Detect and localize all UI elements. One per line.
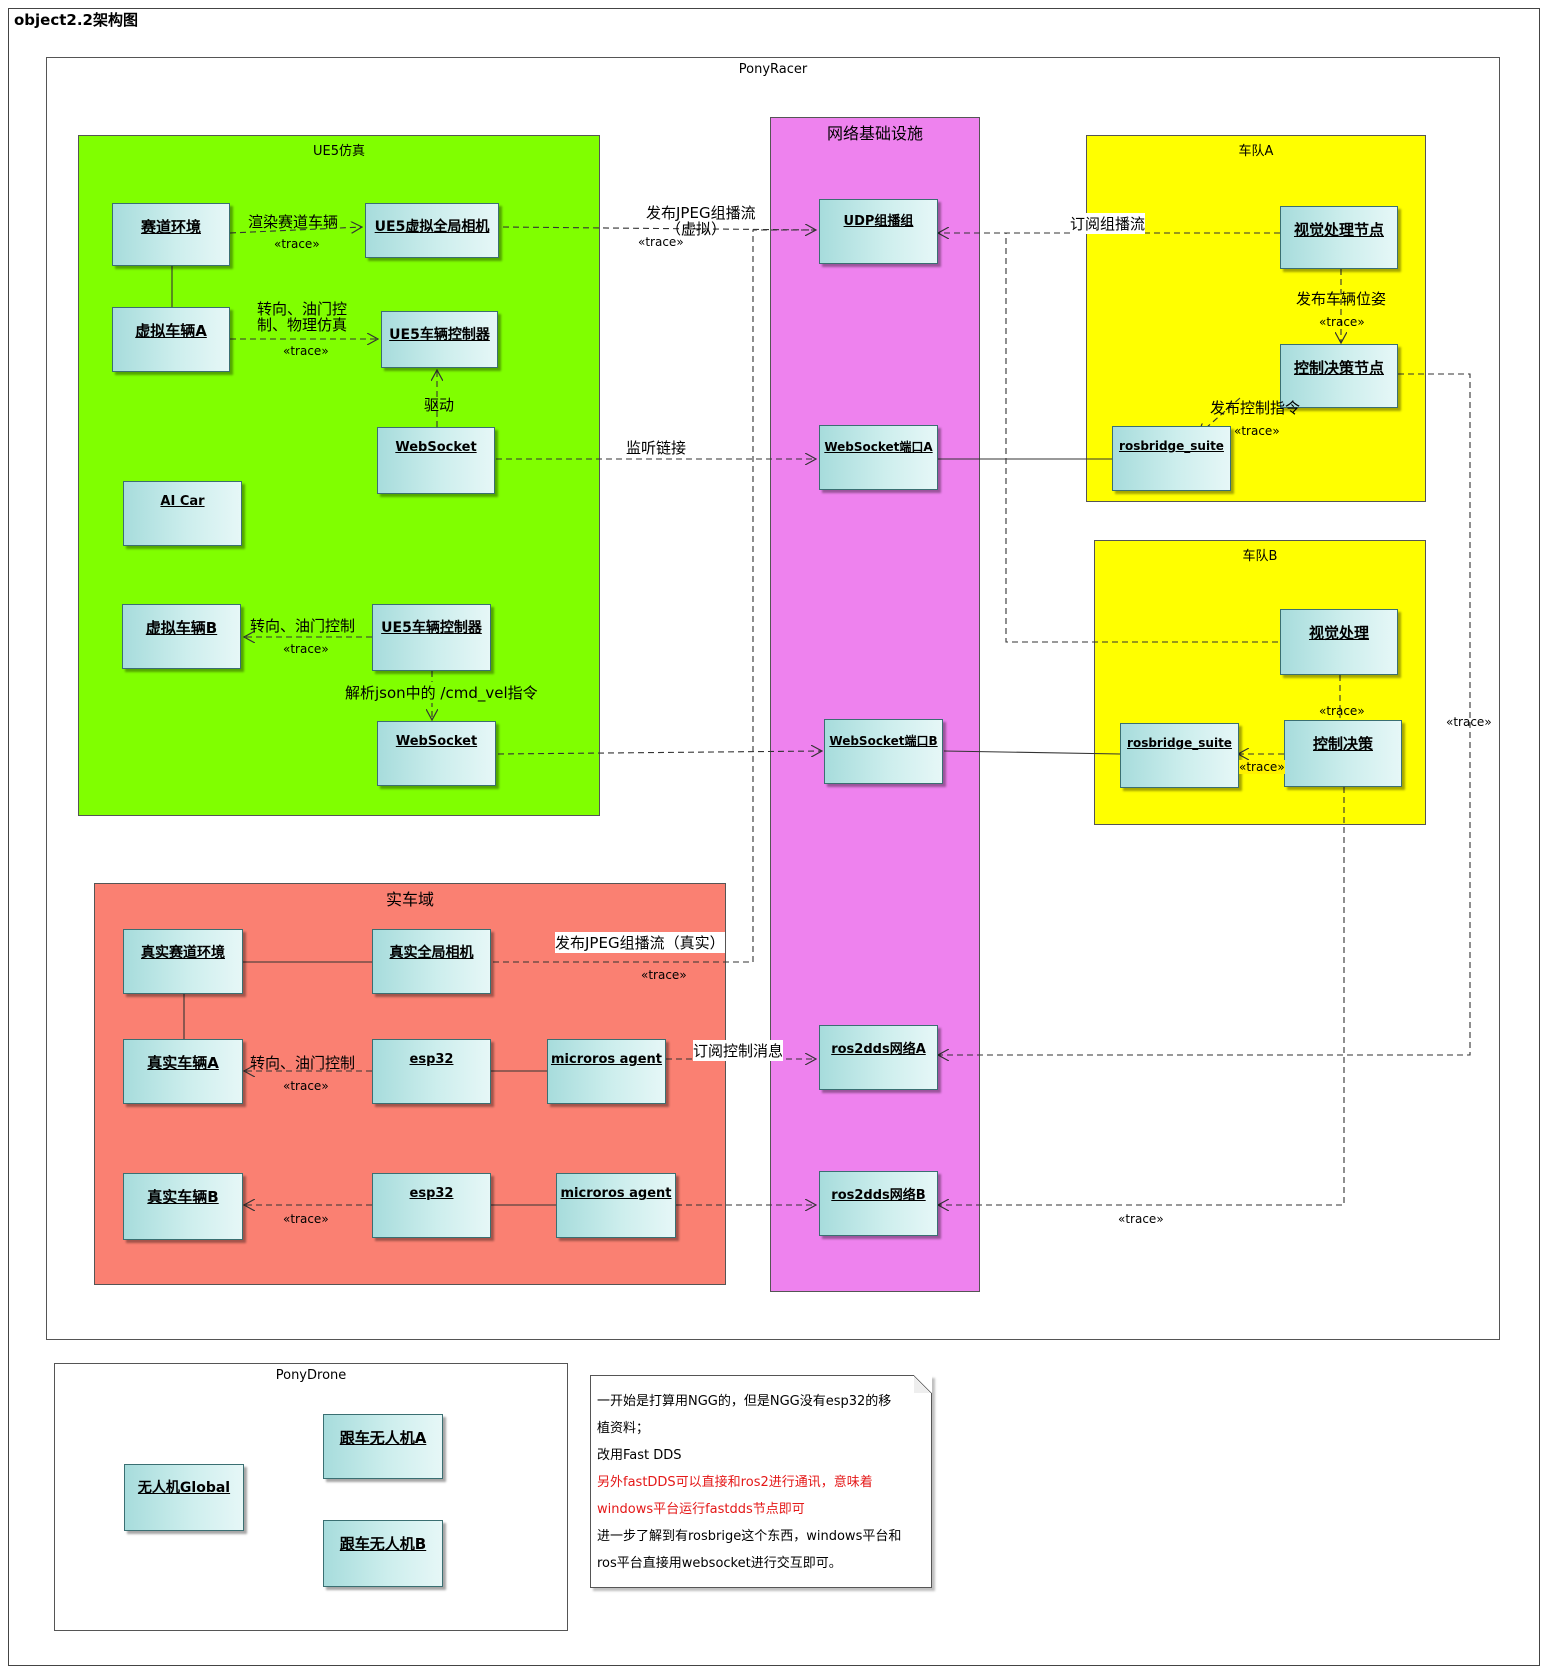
label-publish-jpeg-1: 发布JPEG组播流 — [646, 204, 756, 222]
label-publish-jpeg-real: 发布JPEG组播流（真实） — [555, 932, 725, 953]
label-subscribe-ctrl: 订阅控制消息 — [693, 1040, 784, 1061]
node-a-vision[interactable]: 视觉处理节点 — [1280, 206, 1398, 269]
node-microros-b[interactable]: microros agent — [556, 1173, 676, 1238]
node-virtual-car-b[interactable]: 虚拟车辆B — [122, 604, 241, 669]
label-parse-json: 解析json中的 /cmd_vel指令 — [345, 682, 538, 703]
node-b-rosbridge[interactable]: rosbridge_suite — [1120, 723, 1239, 788]
node-ws-port-b[interactable]: WebSocket端口B — [824, 719, 943, 784]
note-line-5: windows平台运行fastdds节点即可 — [597, 1502, 805, 1517]
diagram-title: object2.2架构图 — [14, 11, 138, 29]
node-ai-car[interactable]: AI Car — [123, 481, 242, 546]
node-real-camera[interactable]: 真实全局相机 — [372, 929, 491, 994]
package-ponyracer-label: PonyRacer — [738, 62, 808, 77]
trace-label-publish-pose: «trace» — [1319, 315, 1365, 329]
label-steer-b: 转向、油门控制 — [250, 617, 356, 635]
trace-label-control-a-dds: «trace» — [1446, 715, 1492, 729]
note-line-3: 改用Fast DDS — [597, 1448, 682, 1463]
node-websocket-a[interactable]: WebSocket — [377, 427, 495, 494]
node-esp32-b[interactable]: esp32 — [372, 1173, 491, 1238]
trace-label-steer-b: «trace» — [283, 642, 329, 656]
trace-label-vision-control-b: «trace» — [1319, 704, 1365, 718]
diagram-frame — [8, 8, 1540, 1666]
node-real-car-b[interactable]: 真实车辆B — [123, 1173, 243, 1240]
node-ros2dds-a[interactable]: ros2dds网络A — [819, 1025, 938, 1090]
node-drone-a[interactable]: 跟车无人机A — [323, 1414, 443, 1479]
note-line-2: 植资料； — [597, 1421, 650, 1436]
package-ponydrone-label: PonyDrone — [275, 1368, 347, 1383]
note-line-4: 另外fastDDS可以直接和ros2进行通讯，意味着 — [597, 1475, 873, 1490]
note: 一开始是打算用NGG的，但是NGG没有esp32的移 植资料； 改用Fast D… — [590, 1375, 932, 1588]
node-ue5-camera[interactable]: UE5虚拟全局相机 — [365, 203, 499, 258]
node-b-vision[interactable]: 视觉处理 — [1280, 609, 1398, 675]
trace-label-render: «trace» — [274, 237, 320, 251]
trace-label-control-b-dds: «trace» — [1118, 1212, 1164, 1226]
node-drone-b[interactable]: 跟车无人机B — [323, 1520, 443, 1587]
trace-label-publish-jpeg-real: «trace» — [641, 968, 687, 982]
node-microros-a[interactable]: microros agent — [547, 1039, 666, 1104]
node-a-control[interactable]: 控制决策节点 — [1280, 344, 1398, 408]
node-esp32-a[interactable]: esp32 — [372, 1039, 491, 1104]
label-publish-ctrl: 发布控制指令 — [1210, 399, 1301, 417]
label-publish-pose: 发布车辆位姿 — [1296, 290, 1387, 308]
node-ws-port-a[interactable]: WebSocket端口A — [819, 425, 938, 490]
node-ue5-ctrl-b[interactable]: UE5车辆控制器 — [372, 604, 491, 671]
node-drone-global[interactable]: 无人机Global — [124, 1464, 244, 1531]
node-track-env[interactable]: 赛道环境 — [112, 203, 230, 266]
node-websocket-b[interactable]: WebSocket — [377, 721, 496, 786]
note-line-6: 进一步了解到有rosbrige这个东西，windows平台和 — [597, 1529, 902, 1544]
trace-label-steer-real-a: «trace» — [283, 1079, 329, 1093]
node-a-rosbridge[interactable]: rosbridge_suite — [1112, 426, 1231, 491]
node-real-car-a[interactable]: 真实车辆A — [123, 1039, 243, 1104]
label-drive: 驱动 — [424, 396, 455, 414]
package-team-a-label: 车队A — [1238, 144, 1274, 159]
note-fold-corner — [914, 1375, 932, 1393]
node-udp-group[interactable]: UDP组播组 — [819, 199, 938, 264]
package-network-label: 网络基础设施 — [826, 124, 923, 143]
node-virtual-car-a[interactable]: 虚拟车辆A — [112, 307, 230, 372]
label-render: 渲染赛道车辆 — [248, 213, 339, 231]
label-steer-sim-2: 制、物理仿真 — [257, 316, 348, 334]
label-steer-sim-1: 转向、油门控 — [257, 300, 348, 318]
label-publish-jpeg-2: （虚拟） — [666, 220, 727, 238]
label-listen: 监听链接 — [626, 439, 687, 457]
node-b-control[interactable]: 控制决策 — [1284, 720, 1402, 787]
node-ros2dds-b[interactable]: ros2dds网络B — [819, 1171, 938, 1236]
trace-label-publish-jpeg: «trace» — [638, 235, 684, 249]
node-ue5-ctrl-a[interactable]: UE5车辆控制器 — [381, 311, 498, 368]
trace-label-esp32-car-b: «trace» — [283, 1212, 329, 1226]
label-steer-real-a: 转向、油门控制 — [250, 1054, 356, 1072]
package-network[interactable]: 网络基础设施 — [770, 117, 980, 1292]
note-line-1: 一开始是打算用NGG的，但是NGG没有esp32的移 — [597, 1394, 892, 1409]
package-ue5-label: UE5仿真 — [312, 144, 365, 159]
package-team-b-label: 车队B — [1242, 549, 1278, 564]
package-real-label: 实车域 — [385, 890, 434, 909]
trace-label-control-rosbridge-b: «trace» — [1239, 760, 1285, 774]
label-subscribe-stream: 订阅组播流 — [1070, 213, 1146, 234]
note-line-7: ros平台直接用websocket进行交互即可。 — [597, 1556, 842, 1571]
node-real-track[interactable]: 真实赛道环境 — [123, 929, 243, 994]
trace-label-steer-sim: «trace» — [283, 344, 329, 358]
trace-label-publish-ctrl: «trace» — [1234, 424, 1280, 438]
